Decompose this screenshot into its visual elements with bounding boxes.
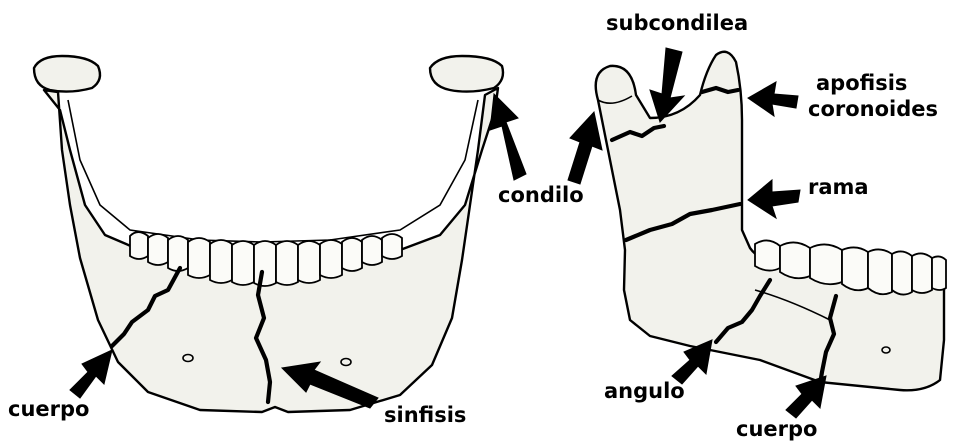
cuerpo-left-arrow [70, 350, 112, 398]
label-cuerpo-right: cuerpo [736, 418, 817, 440]
condilo-arrow-left [490, 94, 526, 180]
cuerpo-right-arrow [786, 376, 826, 418]
label-subcondilea: subcondilea [606, 12, 748, 34]
label-coronoides: coronoides [808, 98, 938, 120]
label-rama: rama [808, 176, 869, 198]
label-cuerpo-left: cuerpo [8, 398, 89, 420]
label-apofisis: apofisis [816, 72, 907, 94]
left-condyle [34, 56, 100, 92]
frontal-inner-arch [68, 100, 478, 242]
label-sinfisis: sinfisis [384, 404, 466, 426]
apofisis-arrow [748, 82, 798, 116]
label-condilo: condilo [498, 184, 584, 206]
rama-arrow [748, 180, 800, 218]
condilo-arrow-right [568, 112, 602, 184]
label-angulo: angulo [604, 380, 685, 402]
right-condyle [430, 56, 503, 92]
